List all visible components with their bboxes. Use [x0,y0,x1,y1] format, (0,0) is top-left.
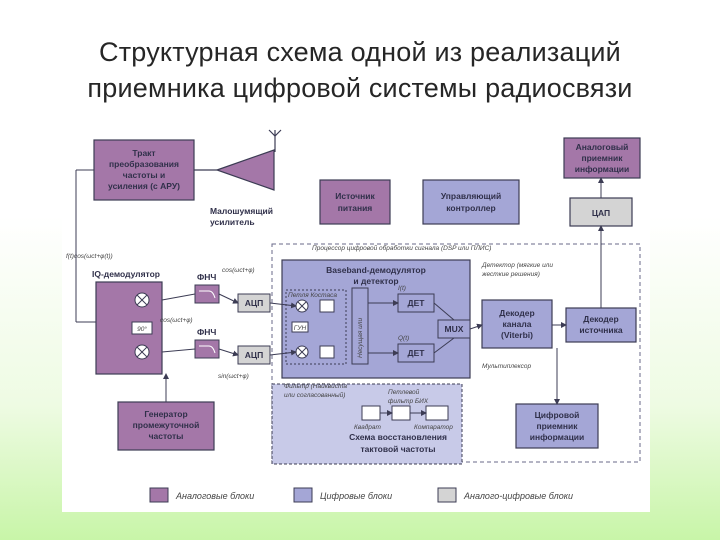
matched-filter-annot-1: Фильтр (Найквиста [284,382,347,390]
lowpass-filter-icon [194,339,220,359]
lpf-top-label: ФНЧ [197,272,216,282]
digital-receiver-label-3: информации [530,432,585,442]
iq-demod-label: IQ-демодулятор [92,269,160,279]
phase-90-icon [131,321,153,335]
title-line-2: приемника цифровой системы радиосвязи [87,73,633,103]
legend-digital-swatch [293,487,313,503]
dac-label: ЦАП [592,208,610,218]
baseband-label-1: Baseband-демодулятор [326,265,426,275]
legend-digital-label: Цифровые блоки [320,491,392,501]
clock-recovery-label-1: Схема восстановления [349,432,447,442]
rf-path-block [93,139,195,201]
mux-annot: Мультиплексор [482,363,531,370]
comparator-label: Компаратор [414,424,453,431]
rf-path-label-4: усиления (с АРУ) [108,181,180,191]
power-block [319,179,391,225]
clock-recovery-block [271,383,463,465]
det-top-label: ДЕТ [408,298,426,308]
baseband-label-2: и детектор [353,276,398,286]
legend-analog-swatch [149,487,169,503]
mixer-icon [134,292,150,360]
det-bottom-label: ДЕТ [408,348,426,358]
digital-receiver-label-2: приемник [536,421,578,431]
source-decoder-label-2: источника [579,325,623,335]
rf-path-label-2: преобразования [109,159,179,169]
digital-receiver-block [515,403,599,449]
if-generator-block [117,401,215,451]
slide-title: Структурная схема одной из реализаций пр… [0,34,720,106]
controller-label-2: контроллер [446,203,495,213]
source-decoder-label-1: Декодер [583,314,618,324]
analog-receiver-label-1: Аналоговый [576,142,629,152]
rf-path-label-3: частоты и [123,170,165,180]
mux-label: MUX [445,324,464,334]
vco-label: ГУН [294,325,307,332]
lowpass-filter-icon [319,345,335,359]
cos-mid-label: cos(ωct+φ) [160,317,193,324]
loop-filter-block [391,405,411,421]
legend-adc-label: Аналого-цифровые блоки [463,491,573,501]
sin-mid-label: sin(ωct+φ) [218,373,249,380]
legend-analog-label: Аналоговые блоки [175,491,254,501]
lowpass-filter-icon [194,284,220,304]
controller-label-1: Управляющий [441,191,501,201]
dsp-region-label: Процессор цифровой обработки сигнала (DS… [312,244,491,252]
receiver-block-diagram: Процессор цифровой обработки сигнала (DS… [66,129,641,503]
lowpass-filter-icon [319,299,335,313]
baseband-block [281,259,471,379]
analog-receiver-label-3: информации [575,164,630,174]
adc-bottom-label: АЦП [245,350,263,360]
analog-receiver-label-2: приемник [581,153,623,163]
detector-annot-2: жесткие решения) [481,271,540,278]
title-line-1: Структурная схема одной из реализаций [99,37,621,67]
lna-label-2: усилитель [210,217,255,227]
channel-decoder-label-1: Декодер [499,308,534,318]
cos-top-label: cos(ωct+φ) [222,267,255,274]
q-signal-label: Q(t) [398,335,409,342]
lna-amplifier [215,149,275,191]
loop-filter-label-2: фильтр БИХ [388,398,429,405]
square-label: Квадрат [354,423,382,431]
carrier-label: Несущая или [357,318,364,358]
digital-receiver-label-1: Цифровой [535,410,580,420]
channel-decoder-label-3: (Viterbi) [501,330,533,340]
signal-wires [75,152,604,416]
adc-top-label: АЦП [245,298,263,308]
vco-block [291,321,309,333]
comparator-block [425,405,449,421]
clock-recovery-label-2: тактовой частоты [360,444,435,454]
lna-label-1: Малошумящий [210,206,273,216]
mixer-icon [295,299,309,359]
controller-block [422,179,520,225]
rf-path-label-1: Тракт [132,148,155,158]
if-gen-label-1: Генератор [144,409,187,419]
antenna-icon [268,129,282,152]
legend-adc-swatch [437,487,457,503]
power-label-2: питания [338,203,373,213]
power-label-1: Источник [335,191,375,201]
if-gen-label-2: промежуточной [133,420,200,430]
costas-loop-box [285,289,347,365]
costas-label: Петля Костаса [288,292,337,299]
i-signal-label: I(t) [398,285,406,292]
channel-decoder-label-2: канала [503,319,532,329]
square-block [361,405,381,421]
signal-in-label: f(t)cos(ωct+φ(t)) [66,253,113,260]
diagram-frame: Процессор цифровой обработки сигнала (DS… [62,122,650,512]
if-gen-label-3: частоты [149,431,184,441]
channel-decoder-block [481,299,553,349]
lpf-bottom-label: ФНЧ [197,327,216,337]
matched-filter-annot-2: или согласованный) [284,391,345,399]
detector-annot-1: Детектор (мягкие или [481,262,553,269]
carrier-block [351,287,369,365]
loop-filter-label-1: Петлевой [388,388,420,396]
phase-90-label: 90° [137,325,147,333]
source-decoder-block [565,307,637,343]
